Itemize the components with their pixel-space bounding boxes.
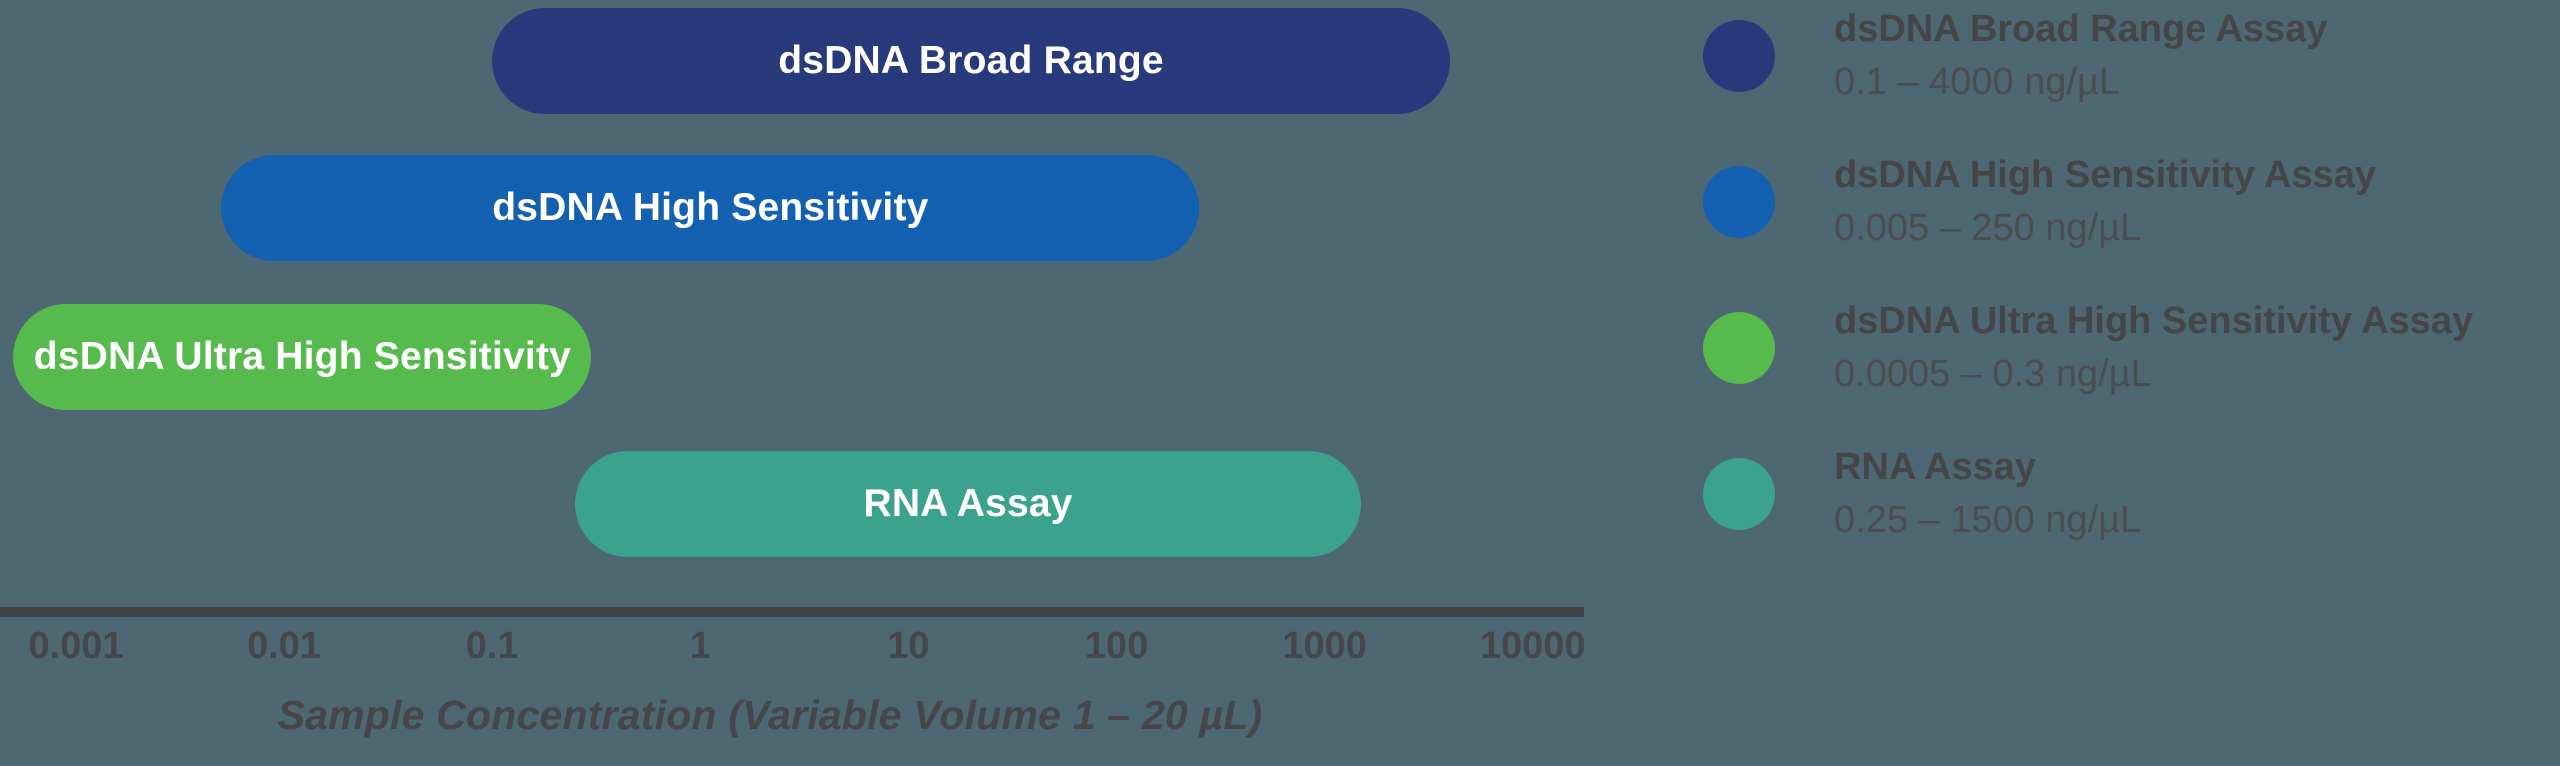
- bar-label: dsDNA Ultra High Sensitivity: [33, 335, 572, 378]
- x-axis-line: [0, 607, 1584, 617]
- x-tick-01: 0.1: [465, 625, 519, 667]
- legend-item-title: dsDNA Broad Range Assay: [1834, 8, 2328, 51]
- x-tick-10: 10: [887, 625, 930, 667]
- bar-dsdna-ultra-high-sensitivity: dsDNA Ultra High Sensitivity: [13, 304, 592, 410]
- legend-item-title: dsDNA High Sensitivity Assay: [1834, 154, 2377, 197]
- bar-label: RNA Assay: [863, 482, 1073, 525]
- plot-area: dsDNA Broad Range dsDNA High Sensitivity…: [0, 8, 1586, 738]
- x-tick-0001: 0.001: [28, 625, 124, 667]
- legend-item-range: 0.1 – 4000 ng/µL: [1834, 61, 2121, 103]
- bar-label: dsDNA Broad Range: [778, 39, 1164, 82]
- legend-item-dsdna-high-sensitivity: dsDNA High Sensitivity Assay 0.005 – 250…: [1703, 149, 2376, 255]
- legend-item-range: 0.0005 – 0.3 ng/µL: [1834, 353, 2152, 395]
- legend-swatch-circle-icon: [1703, 312, 1775, 384]
- x-tick-10000: 10000: [1479, 625, 1586, 667]
- x-tick-001: 0.01: [247, 625, 322, 667]
- legend-item-title: RNA Assay: [1834, 446, 2037, 489]
- legend-swatch-circle-icon: [1703, 458, 1775, 530]
- legend-item-dsdna-ultra-high-sensitivity: dsDNA Ultra High Sensitivity Assay 0.000…: [1703, 295, 2473, 401]
- bar-rna-assay: RNA Assay: [575, 451, 1362, 557]
- legend-item-rna-assay: RNA Assay 0.25 – 1500 ng/µL: [1703, 441, 2141, 547]
- legend-item-title: dsDNA Ultra High Sensitivity Assay: [1834, 300, 2474, 343]
- bar-dsdna-broad-range: dsDNA Broad Range: [492, 8, 1450, 114]
- legend-swatch-circle-icon: [1703, 166, 1775, 238]
- legend-item-range: 0.25 – 1500 ng/µL: [1834, 499, 2142, 541]
- x-tick-100: 100: [1084, 625, 1149, 667]
- legend-item-dsdna-broad-range: dsDNA Broad Range Assay 0.1 – 4000 ng/µL: [1703, 3, 2327, 109]
- bar-label: dsDNA High Sensitivity: [492, 186, 929, 229]
- legend: dsDNA Broad Range Assay 0.1 – 4000 ng/µL…: [1703, 0, 2560, 766]
- x-tick-1000: 1000: [1282, 625, 1367, 667]
- legend-item-range: 0.005 – 250 ng/µL: [1834, 207, 2142, 249]
- x-tick-1: 1: [689, 625, 711, 667]
- x-axis-title: Sample Concentration (Variable Volume 1 …: [277, 692, 1263, 738]
- legend-swatch-circle-icon: [1703, 20, 1775, 92]
- bar-dsdna-high-sensitivity: dsDNA High Sensitivity: [221, 155, 1200, 261]
